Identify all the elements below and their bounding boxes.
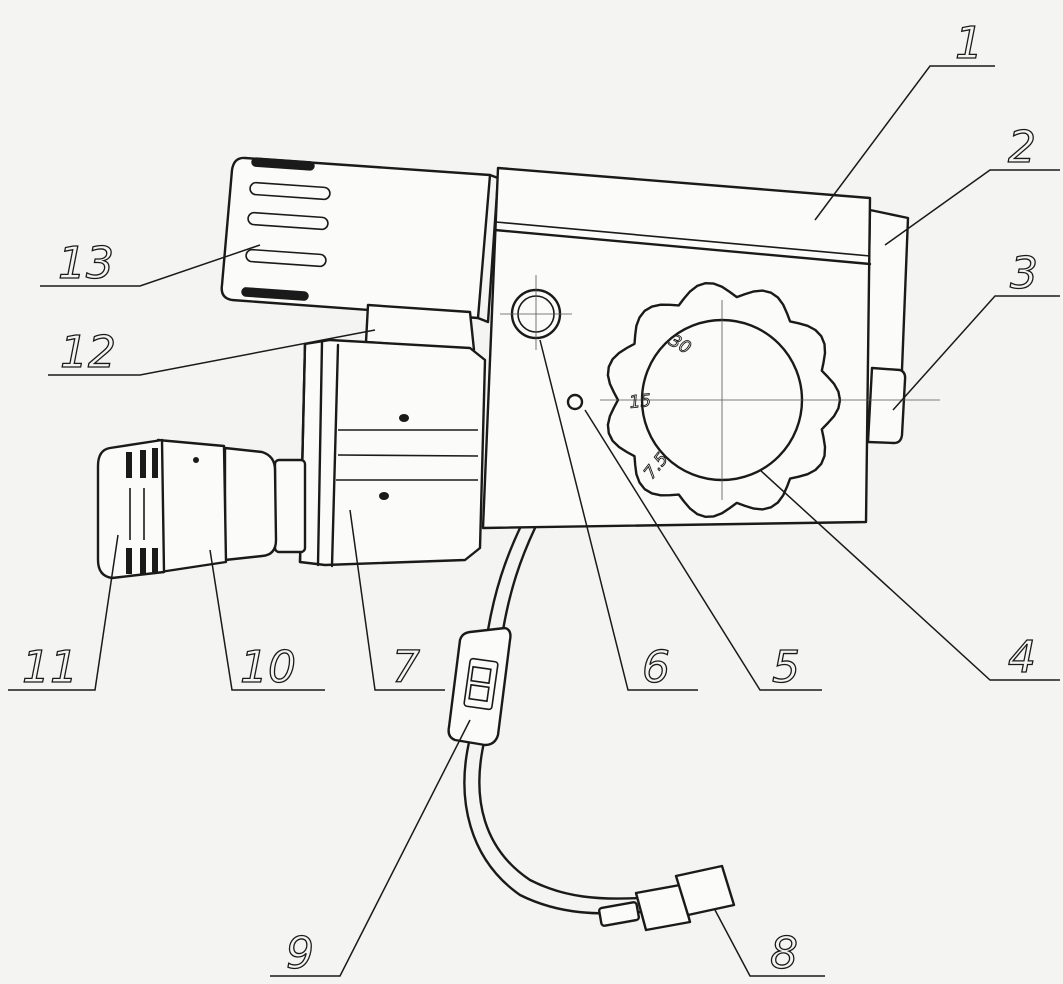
callout-7: 7 — [392, 642, 420, 693]
callout-11: 11 — [22, 642, 78, 693]
eyepiece-part-10 — [156, 438, 307, 574]
callout-2: 2 — [1008, 122, 1036, 173]
cable-switch — [447, 626, 512, 747]
power-cable — [463, 526, 642, 915]
button-part-6 — [500, 275, 572, 350]
callout-1: 1 — [955, 18, 983, 69]
callout-9: 9 — [286, 928, 314, 979]
front-module-7 — [298, 338, 487, 568]
handle-part-13 — [220, 156, 500, 324]
callout-4: 4 — [1008, 632, 1036, 683]
dial-mark-15: 15 — [628, 391, 652, 413]
eyepiece-ring-11 — [96, 438, 166, 580]
callout-5: 5 — [772, 642, 800, 693]
dial-part-4: 30 15 7.5 — [600, 282, 940, 518]
leader-lines — [8, 65, 1060, 977]
cable-plug — [598, 864, 736, 932]
callout-6: 6 — [642, 642, 670, 693]
callout-labels: 1 2 3 4 5 6 7 8 9 10 11 12 13 — [21, 17, 1038, 979]
callout-3: 3 — [1010, 248, 1038, 299]
indicator-part-5 — [566, 393, 584, 411]
callout-13: 13 — [58, 238, 114, 289]
callout-12: 12 — [60, 327, 116, 378]
callout-8: 8 — [770, 928, 798, 979]
callout-10: 10 — [240, 642, 296, 693]
